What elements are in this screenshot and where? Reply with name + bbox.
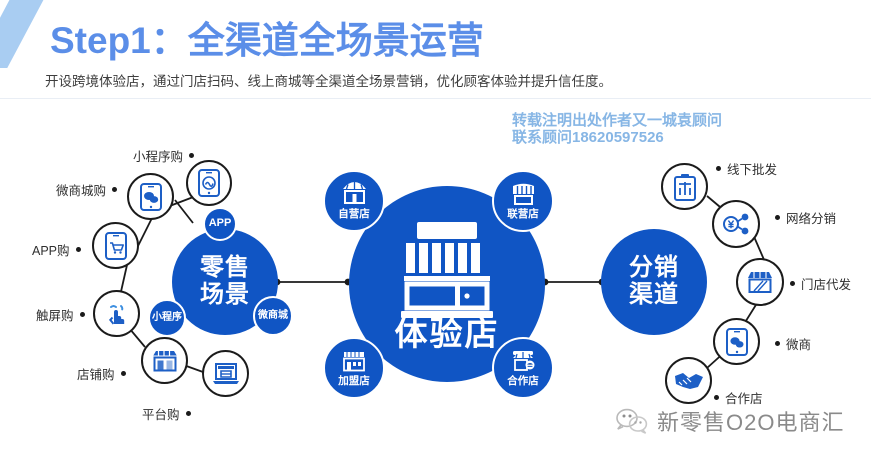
bullet-dot: [775, 215, 780, 220]
label-text: 合作店: [725, 392, 763, 406]
wechat-logo-icon: [616, 408, 648, 434]
clipboard-wholesale-icon: [673, 173, 696, 201]
label-store-dropship: 门店代发: [790, 274, 851, 293]
chip-weimall[interactable]: 微商城: [253, 296, 293, 336]
handshake-icon: [674, 372, 703, 389]
phone-micro-business-icon: [725, 327, 748, 356]
satellite-label: 加盟店: [338, 375, 370, 387]
satellite-self-operated-store[interactable]: 自营店: [323, 170, 385, 232]
footer-brand: 新零售O2O电商汇: [615, 405, 844, 437]
hub-distribution-channel-label: 分销 渠道: [629, 254, 679, 308]
chip-miniprogram[interactable]: 小程序: [148, 299, 186, 337]
label-text: APP购: [32, 244, 70, 258]
bullet-dot: [75, 247, 81, 252]
bullet-dot: [716, 166, 721, 171]
channel-node-miniprogram[interactable]: [186, 160, 232, 206]
channel-node-offline-wholesale[interactable]: [661, 163, 708, 210]
label-text: 微商: [786, 338, 812, 352]
experience-store-icon: [401, 221, 493, 318]
hub-retail-scene-label: 零售 场景: [200, 254, 250, 308]
channel-node-partner-store[interactable]: [665, 357, 712, 404]
store-window-icon: [343, 352, 365, 372]
channel-node-app[interactable]: [92, 222, 139, 269]
watermark-line-2: 联系顾问18620597526: [512, 129, 664, 146]
share-yuan-icon: [723, 213, 749, 235]
satellite-partner-store[interactable]: 合作店: [492, 337, 554, 399]
label-online-distribution: 网络分销: [775, 208, 836, 227]
satellite-joint-operated-store[interactable]: 联营店: [492, 170, 554, 232]
page-subtitle: 开设跨境体验店，通过门店扫码、线上商城等全渠道全场景营销，优化顾客体验并提升信任…: [45, 74, 612, 89]
phone-cart-icon: [104, 231, 127, 260]
label-text: 微商城购: [56, 184, 107, 198]
label-weimall-purchase: 微商城购: [56, 180, 118, 199]
bullet-dot: [775, 341, 780, 346]
channel-node-platform[interactable]: [202, 350, 249, 397]
bullet-dot: [714, 395, 719, 400]
page-title: Step1：全渠道全场景运营: [50, 20, 484, 61]
label-text: 小程序购: [133, 150, 184, 164]
label-micro-business: 微商: [775, 334, 811, 353]
decorative-corner-stripe: [0, 0, 49, 68]
label-text: 线下批发: [727, 163, 778, 177]
hub-distribution-channel[interactable]: 分销 渠道: [601, 229, 707, 335]
store-partner-icon: [513, 351, 535, 371]
header-divider: [0, 98, 871, 99]
channel-node-micro-business[interactable]: [713, 318, 760, 365]
label-touchscreen-purchase: 触屏购: [36, 305, 85, 324]
bullet-dot: [120, 371, 126, 376]
label-platform-purchase: 平台购: [142, 404, 191, 423]
bullet-dot: [189, 153, 195, 158]
bullet-dot: [112, 187, 118, 192]
footer-brand-text: 新零售O2O电商汇: [657, 410, 845, 435]
satellite-label: 合作店: [507, 375, 539, 387]
channel-node-online-distribution[interactable]: [712, 200, 760, 248]
channel-node-store[interactable]: [141, 337, 188, 384]
chip-app[interactable]: APP: [203, 207, 237, 241]
touch-hand-icon: [108, 304, 124, 325]
phone-miniprogram-icon: [198, 169, 220, 197]
channel-node-store-dropship[interactable]: [736, 258, 784, 306]
bullet-dot: [185, 411, 191, 416]
store-dropship-icon: [748, 272, 772, 293]
watermark-line-1: 转载注明出处作者又一城袁顾问: [512, 112, 723, 129]
label-offline-wholesale: 线下批发: [716, 159, 777, 178]
label-partner-store: 合作店: [714, 388, 763, 407]
label-app-purchase: APP购: [32, 240, 81, 259]
label-text: 网络分销: [786, 212, 837, 226]
satellite-franchise-store[interactable]: 加盟店: [323, 337, 385, 399]
label-text: 店铺购: [77, 368, 115, 382]
bullet-dot: [790, 281, 795, 286]
channel-node-touchscreen[interactable]: [93, 290, 140, 337]
label-text: 触屏购: [36, 309, 74, 323]
label-text: 平台购: [142, 408, 180, 422]
channel-node-weimall[interactable]: [127, 173, 174, 220]
storefront-icon: [152, 350, 177, 371]
label-miniprogram-purchase: 小程序购: [133, 146, 195, 165]
label-store-purchase: 店铺购: [77, 364, 126, 383]
hub-experience-store-label: 体验店: [394, 314, 500, 352]
store-awning-icon: [342, 182, 366, 204]
bullet-dot: [79, 312, 85, 317]
satellite-label: 联营店: [507, 208, 539, 220]
store-striped-icon: [512, 183, 534, 205]
watermark-text: 转载注明出处作者又一城袁顾问 联系顾问18620597526: [512, 112, 722, 146]
laptop-store-icon: [212, 362, 239, 384]
label-text: 门店代发: [801, 278, 852, 292]
satellite-label: 自营店: [338, 208, 370, 220]
phone-wechat-icon: [139, 182, 162, 211]
